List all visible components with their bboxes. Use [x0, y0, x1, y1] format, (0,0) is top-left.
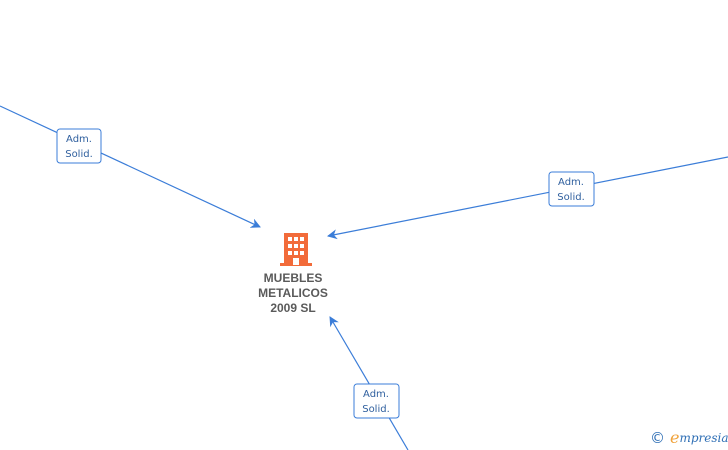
edge-label[interactable]: Adm. Solid.: [548, 171, 595, 207]
edge-label-line1: Adm.: [363, 389, 389, 400]
brand-logo-text: mpresia: [679, 431, 728, 445]
company-name-line2: METALICOS: [258, 286, 328, 300]
edge-label-box: [353, 383, 400, 419]
copyright-icon: ©: [650, 429, 665, 447]
company-name[interactable]: MUEBLES METALICOS 2009 SL: [233, 271, 353, 316]
edge-label[interactable]: Adm. Solid.: [353, 383, 400, 419]
edge-label-line2: Solid.: [362, 404, 390, 415]
edge-label-line2: Solid.: [65, 149, 93, 160]
building-icon[interactable]: [280, 233, 312, 266]
relation-edge[interactable]: Adm. Solid.: [327, 156, 728, 240]
edge-label-line2: Solid.: [557, 192, 585, 203]
empresia-watermark: © e mpresia: [650, 428, 728, 448]
edge-line: [327, 156, 728, 240]
edge-label-box: [548, 171, 595, 207]
edge-label-line1: Adm.: [558, 177, 584, 188]
edge-line: [0, 105, 261, 228]
relation-edge[interactable]: Adm. Solid.: [329, 316, 409, 450]
edge-label-line1: Adm.: [66, 134, 92, 145]
edge-label-box: [56, 128, 102, 164]
company-name-line1: MUEBLES: [263, 271, 323, 285]
edge-label[interactable]: Adm. Solid.: [56, 128, 102, 164]
brand-logo-initial: e: [670, 428, 680, 447]
company-name-line3: 2009 SL: [270, 301, 316, 315]
relation-edge[interactable]: Adm. Solid.: [0, 105, 261, 228]
